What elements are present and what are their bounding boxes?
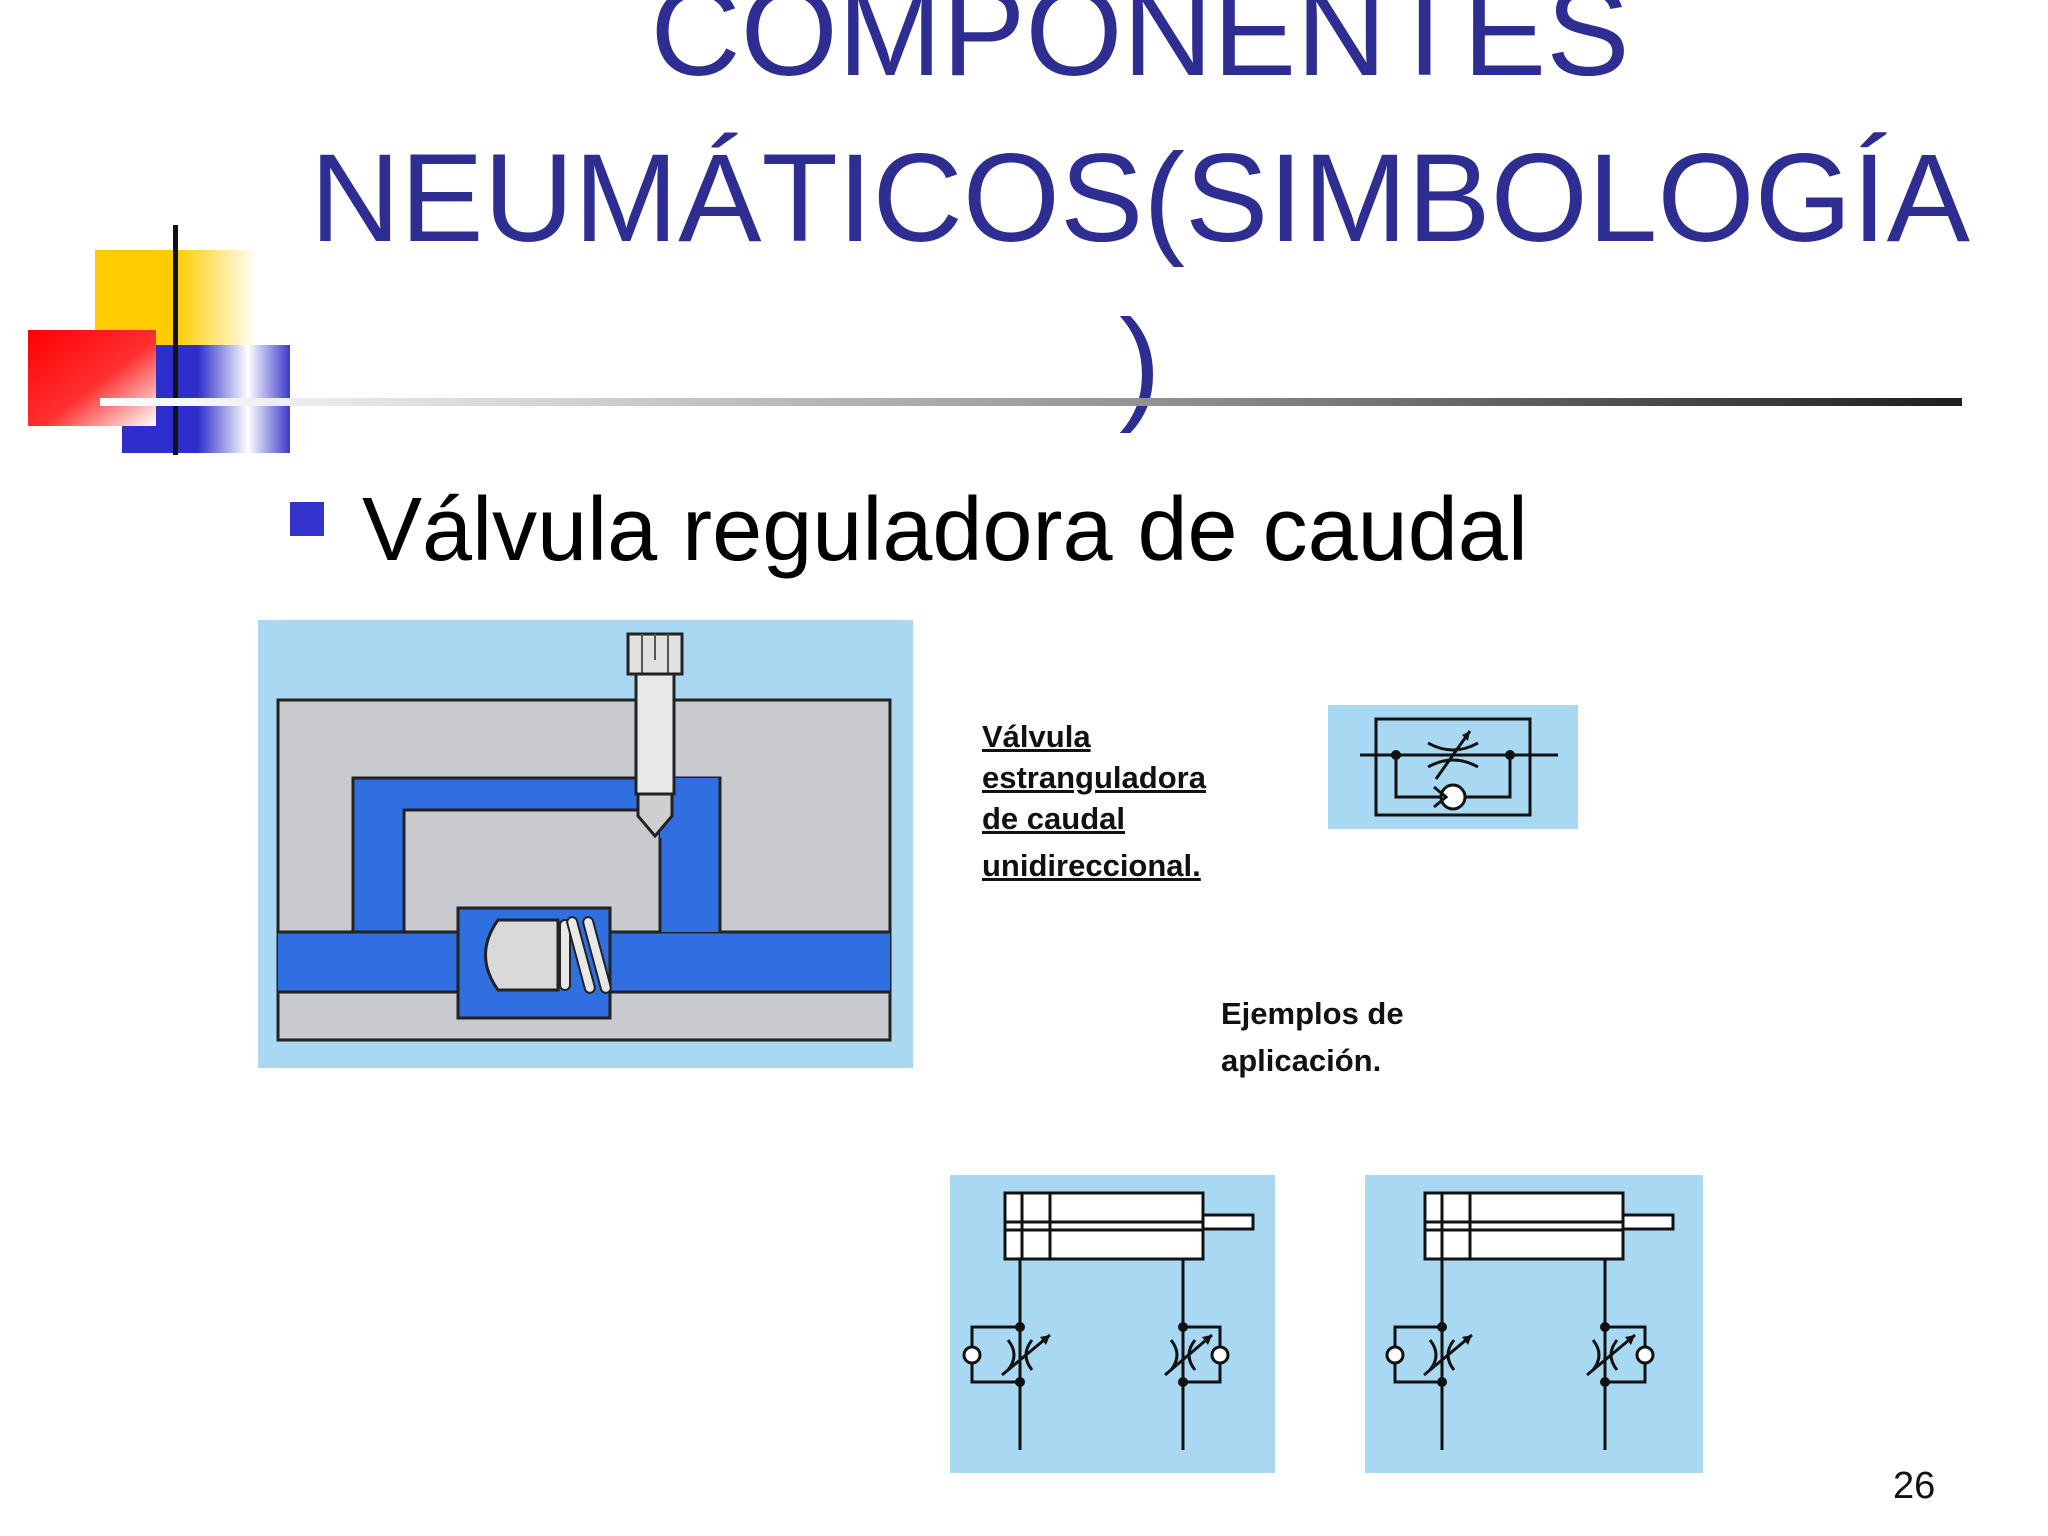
symbol-label-line-1: Válvula	[982, 719, 1091, 754]
application-example-2	[1365, 1175, 1703, 1473]
symbol-label: Válvula estranguladora de caudal unidire…	[982, 716, 1206, 886]
title-divider	[100, 398, 1962, 406]
bullet-square-icon	[290, 502, 324, 536]
adjustable-throttle-check-valve-symbol	[1328, 705, 1578, 829]
symbol-label-line-3: de caudal	[982, 801, 1125, 836]
examples-label-line-2: aplicación.	[1221, 1043, 1382, 1078]
valve-cutaway-illustration	[258, 620, 913, 1068]
bullet-text: Válvula reguladora de caudal	[362, 480, 1528, 580]
slide-title: COMPONENTES NEUMÁTICOS(SIMBOLOGÍA )	[280, 0, 2000, 448]
application-example-1	[950, 1175, 1275, 1473]
page-number: 26	[1893, 1465, 1936, 1507]
examples-label-line-1: Ejemplos de	[1221, 996, 1404, 1031]
decorative-squares-logo	[28, 225, 290, 455]
title-line-2: NEUMÁTICOS(SIMBOLOGÍA	[310, 129, 1970, 268]
symbol-label-line-2: estranguladora	[982, 760, 1206, 795]
symbol-label-line-4: unidireccional.	[982, 848, 1201, 883]
title-line-3: )	[1119, 295, 1161, 434]
examples-label: Ejemplos de aplicación.	[1221, 990, 1404, 1084]
title-line-1: COMPONENTES	[650, 0, 1630, 102]
